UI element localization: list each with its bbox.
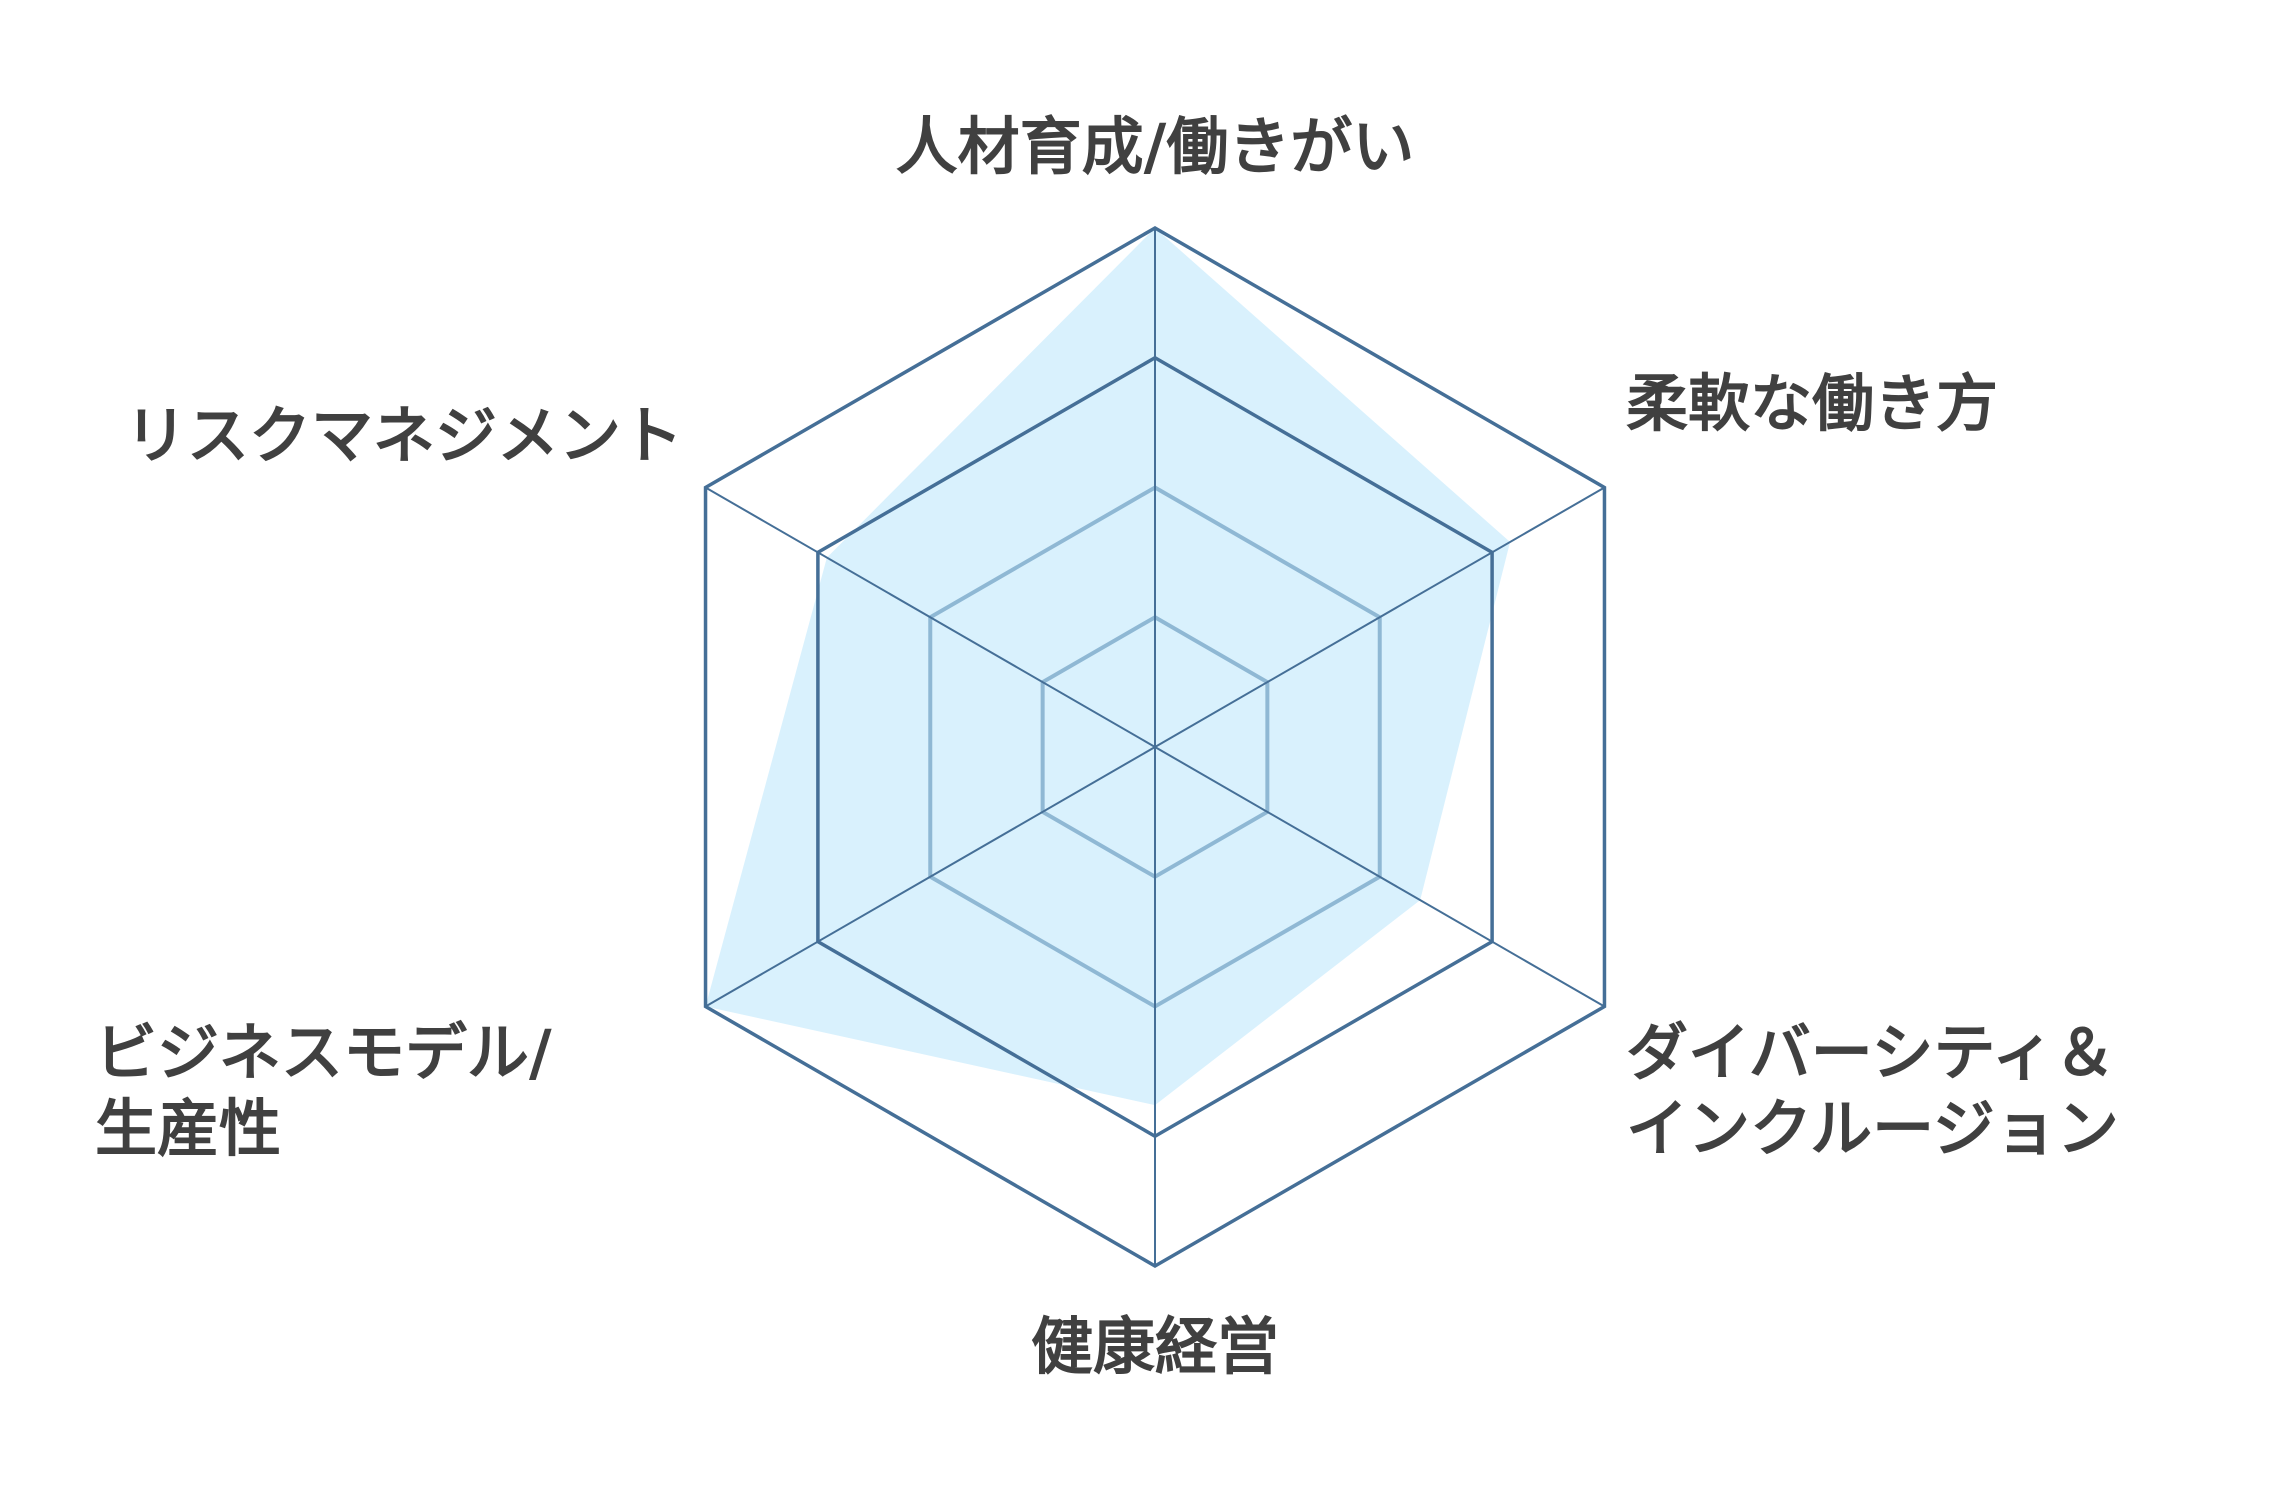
- axis-label: ビジネスモデル/: [95, 1016, 552, 1089]
- axis-label: インクルージョン: [1626, 1092, 2119, 1165]
- axis-spoke: [1154, 486, 1605, 748]
- axis-spoke: [705, 746, 1156, 1008]
- axis-spoke: [1154, 746, 1605, 1008]
- axis-label: リスクマネジメント: [125, 399, 683, 472]
- data-area: [705, 228, 1511, 1106]
- axis-spoke: [705, 486, 1156, 748]
- axis-label: 生産性: [95, 1092, 281, 1165]
- axis-label: 人材育成/働きがい: [896, 110, 1415, 183]
- axis-label: 健康経営: [1031, 1310, 1279, 1383]
- axis-label: 柔軟な働き方: [1626, 367, 1998, 440]
- axis-label: ダイバーシティ＆: [1626, 1016, 2116, 1089]
